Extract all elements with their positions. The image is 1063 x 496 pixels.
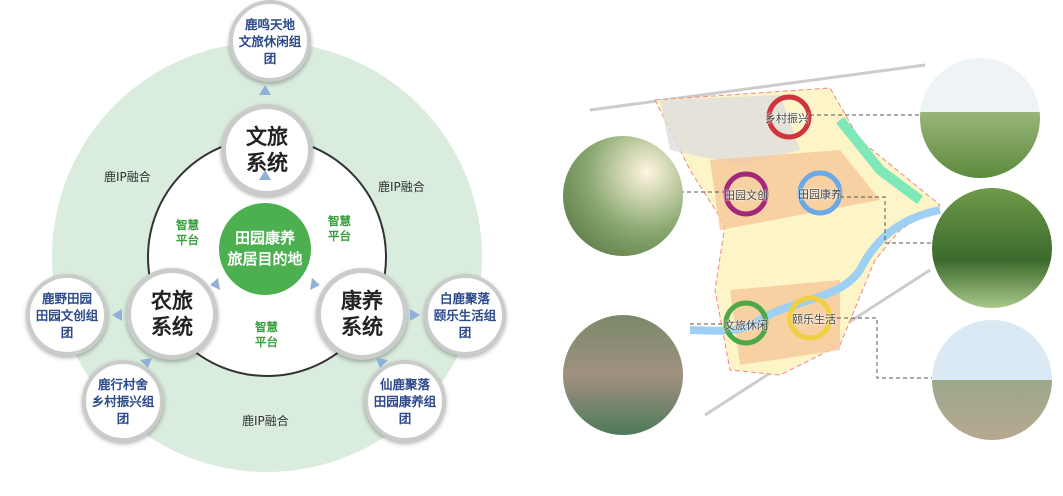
- group-luye: 鹿野田园田园文创组团: [26, 274, 108, 356]
- swirl-wenchuang: [723, 171, 769, 217]
- photo-riverside: [932, 320, 1052, 440]
- ip-label-left: 鹿IP融合: [104, 170, 151, 184]
- arrow-lower-right: [376, 358, 388, 368]
- photo-aerial-village: [563, 315, 683, 435]
- map-label-wenchuang: 田园文创: [724, 189, 768, 202]
- swirl-xiuxian: [723, 300, 769, 346]
- photo-creative-park: [563, 136, 683, 256]
- river: [689, 206, 941, 335]
- group-bailu: 白鹿聚落颐乐生活组团: [424, 274, 506, 356]
- platform-bottom: 智慧平台: [255, 320, 278, 349]
- center-line2: 旅居目的地: [227, 250, 303, 268]
- center-line1: 田园康养: [234, 229, 295, 247]
- map-label-xiuxian: 文旅休闲: [724, 319, 768, 332]
- arrows: [112, 85, 420, 368]
- map-label-xiangcun: 乡村振兴: [765, 112, 809, 125]
- map-label-yile: 颐乐生活: [792, 313, 836, 326]
- group-luxing: 鹿行村舍乡村振兴组团: [82, 360, 164, 442]
- system-nonglv: 农旅系统: [126, 268, 218, 360]
- arrow-inner-right: [310, 278, 320, 290]
- system-kangyang: 康养系统: [316, 268, 408, 360]
- swirl-kangyang: [797, 170, 843, 216]
- photo-village-revival: [920, 58, 1040, 178]
- arrow-right: [410, 309, 420, 321]
- map-label-kangyang: 田园康养: [798, 188, 842, 201]
- platform-right: 智慧平台: [328, 214, 351, 243]
- photo-wellness-path: [932, 188, 1052, 308]
- axis-line-top: [589, 63, 926, 112]
- ip-label-bottom: 鹿IP融合: [242, 414, 289, 428]
- ip-label-right: 鹿IP融合: [378, 180, 425, 194]
- arrow-inner-top: [259, 170, 271, 180]
- platform-left: 智慧平台: [176, 218, 199, 247]
- group-xianlu: 仙鹿聚落田园康养组团: [364, 360, 446, 442]
- site-map: [589, 63, 941, 417]
- system-wenlv: 文旅系统: [221, 104, 313, 196]
- arrow-lower-left: [140, 358, 152, 368]
- arrow-left: [112, 309, 122, 321]
- center-destination: 田园康养 旅居目的地: [219, 203, 311, 295]
- arrow-up: [259, 85, 271, 95]
- swirl-xiangcun: [766, 94, 812, 140]
- arrow-inner-left: [210, 278, 220, 290]
- group-luming: 鹿鸣天地文旅休闲组团: [229, 0, 311, 82]
